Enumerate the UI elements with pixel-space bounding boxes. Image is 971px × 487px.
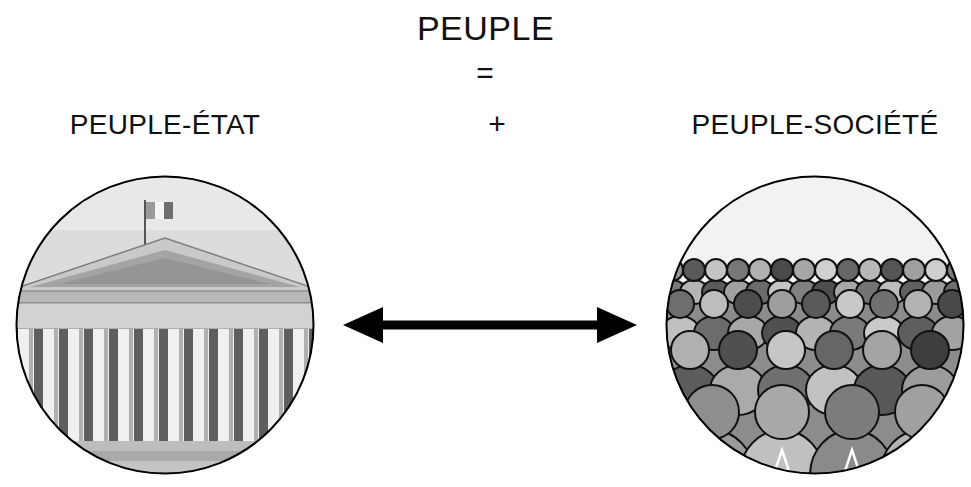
parliament-building (0, 170, 330, 481)
circle-outline (665, 175, 965, 475)
operator-sign: + (457, 107, 537, 141)
diagram-title: PEUPLE (0, 8, 971, 48)
crowd-illustration (658, 170, 971, 487)
circle-node: PEUPLE-ÉTAT (15, 108, 315, 475)
circle-outline (15, 175, 315, 475)
operator-sign: = (445, 56, 525, 90)
circle-border (667, 177, 964, 474)
circle-node: PEUPLE-SOCIÉTÉ (665, 108, 965, 475)
node-heading: PEUPLE-ÉTAT (15, 108, 315, 142)
double-arrow (373, 321, 607, 330)
circle-border (17, 177, 314, 474)
node-heading: PEUPLE-SOCIÉTÉ (665, 108, 965, 142)
